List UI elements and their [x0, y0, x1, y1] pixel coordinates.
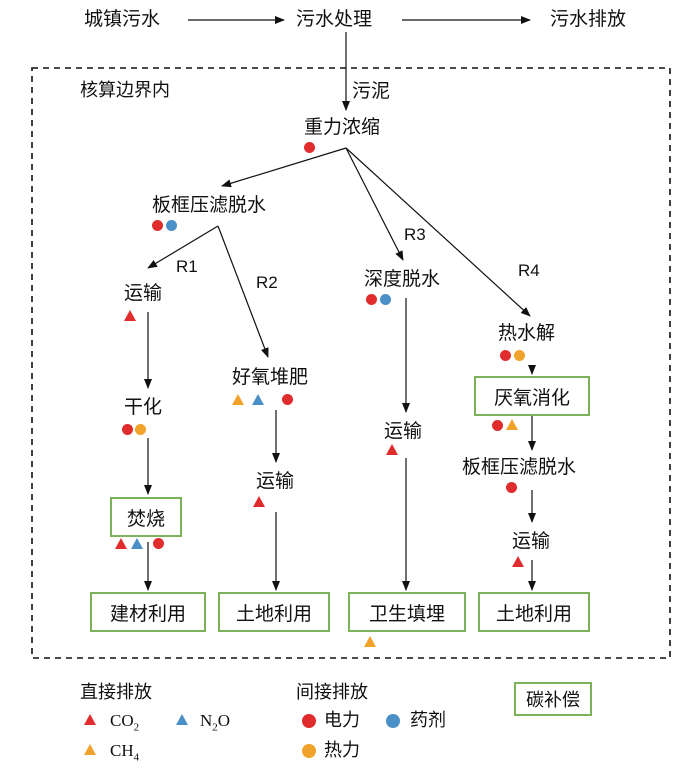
- legend-n2o-label: N2O: [200, 711, 231, 734]
- legend-co2-label: CO2: [110, 711, 140, 734]
- co2-marker: [386, 444, 398, 455]
- node-drying: 干化: [124, 396, 163, 418]
- legend-direct-title: 直接排放: [80, 682, 152, 703]
- ch4-marker: [364, 636, 376, 647]
- legend-ch4-icon: [84, 744, 96, 755]
- legend-n2o-icon: [176, 714, 188, 725]
- node-building-use: 建材利用: [90, 592, 206, 632]
- co2-marker: [124, 310, 136, 321]
- n2o-marker: [131, 538, 143, 549]
- source-label: 城镇污水: [84, 8, 161, 30]
- node-landfill: 卫生填埋: [348, 592, 466, 632]
- legend-carbon-offset: 碳补偿: [514, 682, 592, 716]
- node-composting: 好氧堆肥: [232, 366, 309, 388]
- route-r4-label: R4: [518, 261, 540, 280]
- treatment-label: 污水处理: [296, 8, 373, 30]
- heat-marker: [135, 424, 146, 435]
- sludge-label: 污泥: [352, 80, 391, 102]
- legend-heat-label: 热力: [324, 740, 360, 761]
- node-land-use-r2: 土地利用: [218, 592, 330, 632]
- co2-marker: [253, 496, 265, 507]
- node-deep-dewater: 深度脱水: [364, 268, 441, 290]
- electricity-marker: [282, 394, 293, 405]
- node-land-use-r4: 土地利用: [478, 592, 590, 632]
- electricity-marker: [506, 482, 517, 493]
- boundary-label: 核算边界内: [80, 80, 170, 101]
- boundary-box: [31, 67, 671, 659]
- electricity-marker: [122, 424, 133, 435]
- electricity-marker: [492, 420, 503, 431]
- route-r2-label: R2: [256, 273, 278, 292]
- electricity-marker: [153, 538, 164, 549]
- legend-ch4-label: CH4: [110, 741, 140, 764]
- node-anaerobic: 厌氧消化: [474, 376, 590, 416]
- node-thickening: 重力浓缩: [304, 116, 381, 138]
- node-hydrolysis: 热水解: [498, 322, 556, 344]
- co2-marker: [512, 556, 524, 567]
- ch4-marker: [232, 394, 244, 405]
- heat-marker: [514, 350, 525, 361]
- legend-electricity-label: 电力: [324, 710, 360, 731]
- route-r3-label: R3: [404, 225, 426, 244]
- electricity-marker: [152, 220, 163, 231]
- legend-electricity-icon: [302, 714, 316, 728]
- n2o-marker: [252, 394, 264, 405]
- node-transport-r4: 运输: [512, 530, 551, 552]
- legend-indirect-title: 间接排放: [296, 682, 368, 703]
- node-filter-press-2: 板框压滤脱水: [462, 456, 577, 478]
- co2-marker: [115, 538, 127, 549]
- node-transport-r2: 运输: [256, 470, 295, 492]
- electricity-marker: [500, 350, 511, 361]
- legend-chemicals-label: 药剂: [410, 710, 446, 731]
- chemicals-marker: [166, 220, 177, 231]
- node-filter-press: 板框压滤脱水: [152, 194, 267, 216]
- chemicals-marker: [380, 294, 391, 305]
- electricity-marker: [304, 142, 315, 153]
- electricity-marker: [366, 294, 377, 305]
- legend-heat-icon: [302, 744, 316, 758]
- node-transport-r1: 运输: [124, 282, 163, 304]
- node-transport-r3: 运输: [384, 420, 423, 442]
- ch4-marker: [506, 419, 518, 430]
- route-r1-label: R1: [176, 257, 198, 276]
- node-incineration: 焚烧: [110, 497, 182, 537]
- legend-chemicals-icon: [386, 714, 400, 728]
- discharge-label: 污水排放: [550, 8, 627, 30]
- legend-co2-icon: [84, 714, 96, 725]
